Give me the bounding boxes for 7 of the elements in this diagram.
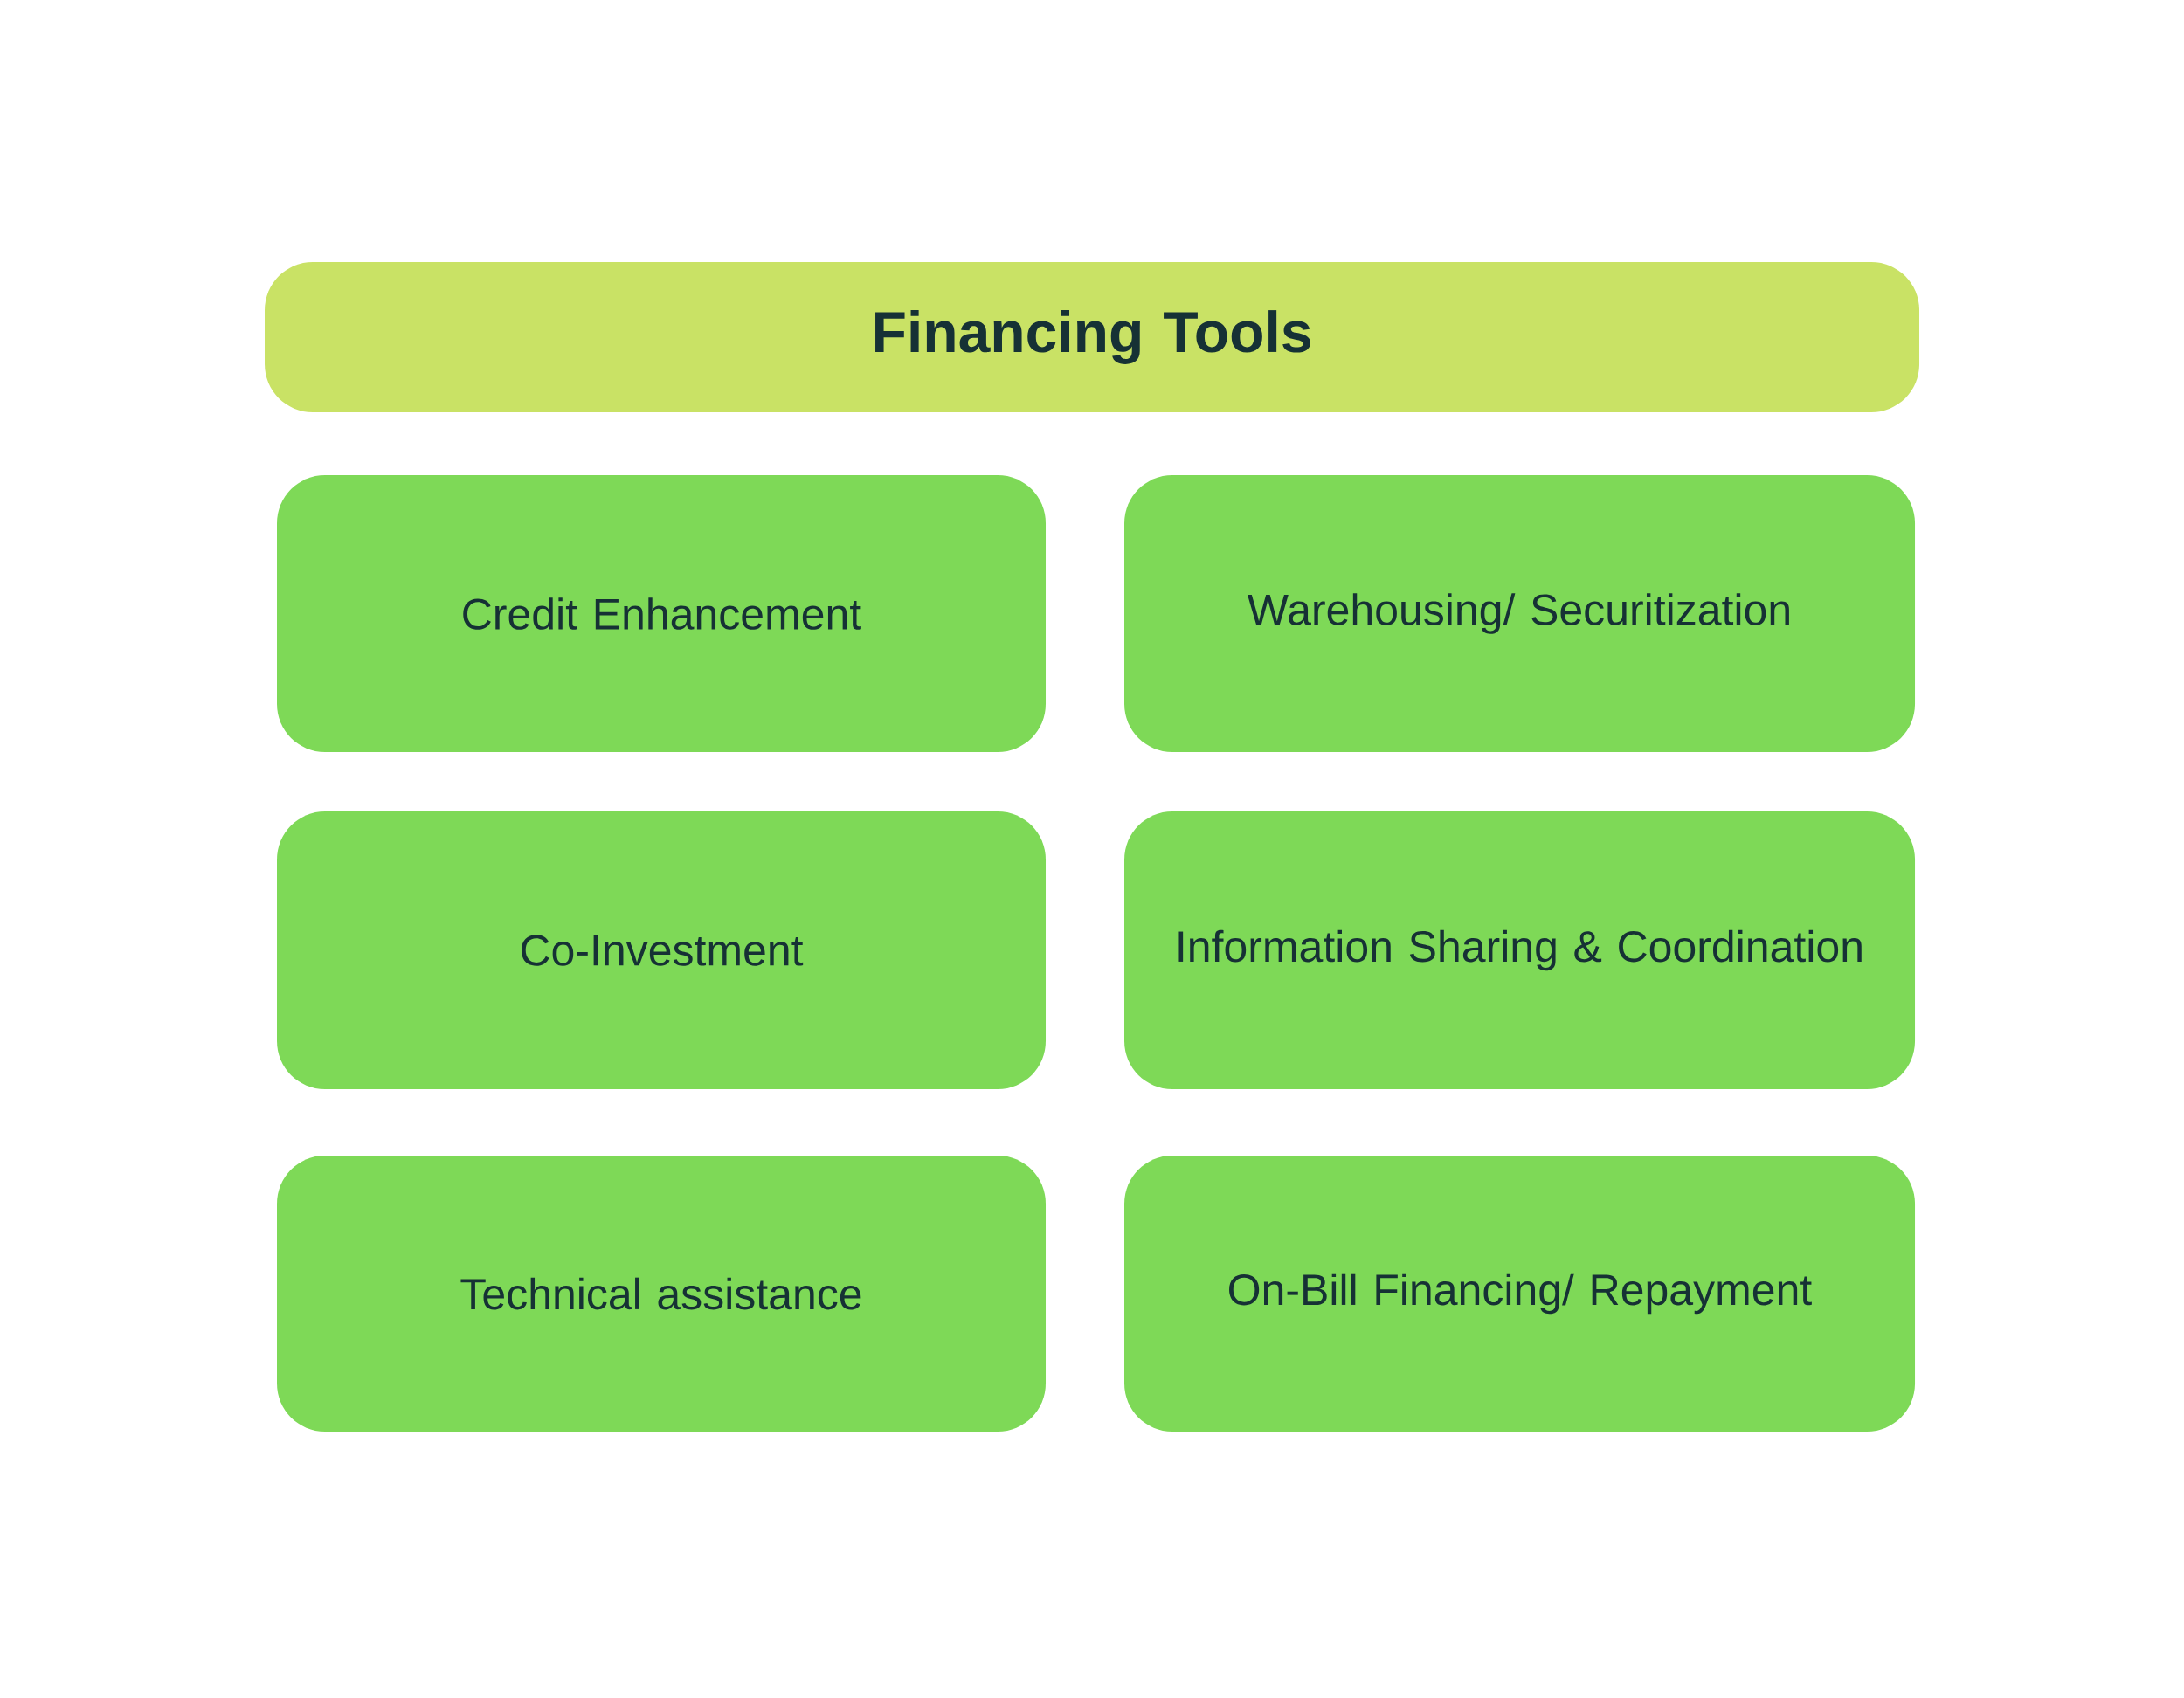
title-band: Financing Tools bbox=[265, 262, 1920, 412]
tool-box: Co-Investment bbox=[277, 811, 1046, 1089]
tool-box: Warehousing/ Securitization bbox=[1124, 475, 1916, 752]
tool-box: Technical assistance bbox=[277, 1156, 1046, 1432]
tool-box: On-Bill Financing/ Repayment bbox=[1124, 1156, 1916, 1432]
tool-box: Information Sharing & Coordination bbox=[1124, 811, 1916, 1089]
tool-box: Credit Enhancement bbox=[277, 475, 1046, 752]
